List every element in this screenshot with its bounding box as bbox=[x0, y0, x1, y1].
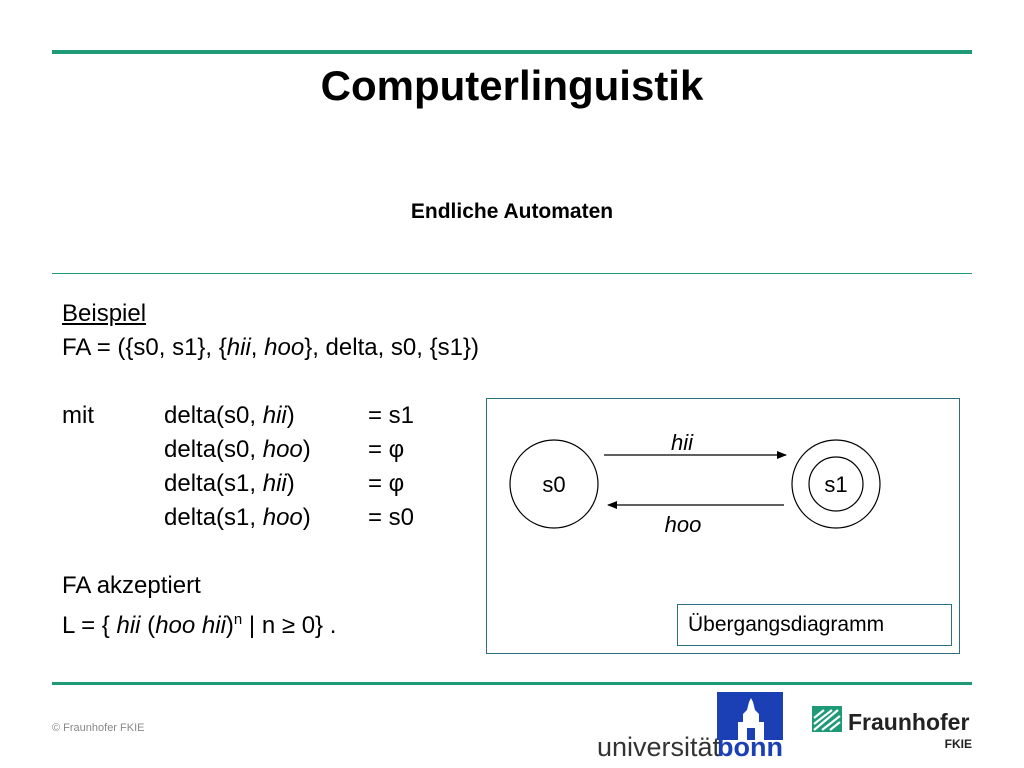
fraunhofer-wordmark: Fraunhofer bbox=[848, 709, 969, 735]
state-s1-outer-circle bbox=[791, 439, 881, 529]
transition-func: delta(s1, bbox=[164, 470, 263, 497]
state-s0-label: s0 bbox=[542, 472, 565, 497]
transition-result: = φ bbox=[368, 470, 405, 497]
bonn-tower-icon bbox=[738, 698, 764, 740]
language-exponent: n bbox=[233, 611, 243, 628]
language-part: | n ≥ 0} . bbox=[242, 612, 337, 639]
diagram-graphic: s0 s1 hii hoo bbox=[509, 430, 881, 537]
language-part: ) bbox=[225, 612, 234, 639]
fa-definition: FA = ({s0, s1}, {hii, hoo}, delta, s0, {… bbox=[62, 331, 479, 365]
transition-close: ) bbox=[302, 504, 311, 531]
diagram-legend: Übergangsdiagramm bbox=[677, 604, 952, 646]
transition-result: = s1 bbox=[368, 402, 415, 429]
fraunhofer-subtitle: FKIE bbox=[945, 737, 972, 751]
copyright-notice: © Fraunhofer FKIE bbox=[52, 722, 145, 734]
transition-row: delta(s0, hii) bbox=[164, 399, 295, 433]
transition-symbol: hii bbox=[262, 470, 287, 497]
bonn-logo-prefix: universität bbox=[597, 732, 721, 760]
transition-symbol: hoo bbox=[262, 504, 303, 531]
language-part: L = { bbox=[62, 612, 117, 639]
transition-close: ) bbox=[286, 402, 295, 429]
slide-subtitle: Endliche Automaten bbox=[410, 200, 614, 223]
fa-def-part: FA = ({s0, s1}, { bbox=[62, 334, 227, 361]
transition-result: = s0 bbox=[368, 504, 415, 531]
transition-symbol: hii bbox=[262, 402, 287, 429]
fa-def-symbol: hoo bbox=[264, 334, 305, 361]
bonn-logo-name: bonn bbox=[717, 732, 783, 760]
transition-row: delta(s1, hii) bbox=[164, 467, 295, 501]
fraunhofer-logo: Fraunhofer FKIE bbox=[812, 706, 972, 751]
fa-def-symbol: hii bbox=[226, 334, 251, 361]
transition-symbol: hoo bbox=[262, 436, 303, 463]
mit-label: mit bbox=[62, 402, 94, 429]
top-rule bbox=[52, 50, 972, 54]
language-part: ( bbox=[140, 612, 156, 639]
state-s1-label: s1 bbox=[824, 472, 847, 497]
state-s0-circle bbox=[509, 439, 599, 529]
fa-def-part: , bbox=[250, 334, 265, 361]
edge-forward-label: hii bbox=[671, 430, 694, 455]
language-symbol: hoo hii bbox=[155, 612, 226, 639]
university-bonn-logo: universität bonn bbox=[597, 692, 783, 760]
transition-result: = φ bbox=[368, 436, 405, 463]
language-definition: L = { hii (hoo hii)n | n ≥ 0} . bbox=[62, 603, 336, 643]
example-heading: Beispiel bbox=[62, 300, 147, 327]
transition-func: delta(s0, bbox=[164, 402, 263, 429]
transition-diagram bbox=[486, 398, 960, 654]
transition-close: ) bbox=[302, 436, 311, 463]
bonn-tower-door bbox=[747, 728, 755, 740]
transition-row: delta(s0, hoo) bbox=[164, 433, 311, 467]
accepts-label: FA akzeptiert bbox=[62, 572, 201, 599]
header-divider bbox=[52, 273, 972, 274]
transition-close: ) bbox=[286, 470, 295, 497]
state-s1-inner-circle bbox=[808, 456, 864, 512]
language-symbol: hii bbox=[116, 612, 141, 639]
transition-func: delta(s1, bbox=[164, 504, 263, 531]
fa-def-part: }, delta, s0, {s1}) bbox=[304, 334, 479, 361]
bottom-rule bbox=[52, 682, 972, 685]
slide-title: Computerlinguistik bbox=[320, 62, 704, 109]
edge-back-label: hoo bbox=[665, 512, 702, 537]
transition-func: delta(s0, bbox=[164, 436, 263, 463]
fraunhofer-mark-icon bbox=[812, 706, 842, 732]
transition-row: delta(s1, hoo) bbox=[164, 501, 311, 535]
